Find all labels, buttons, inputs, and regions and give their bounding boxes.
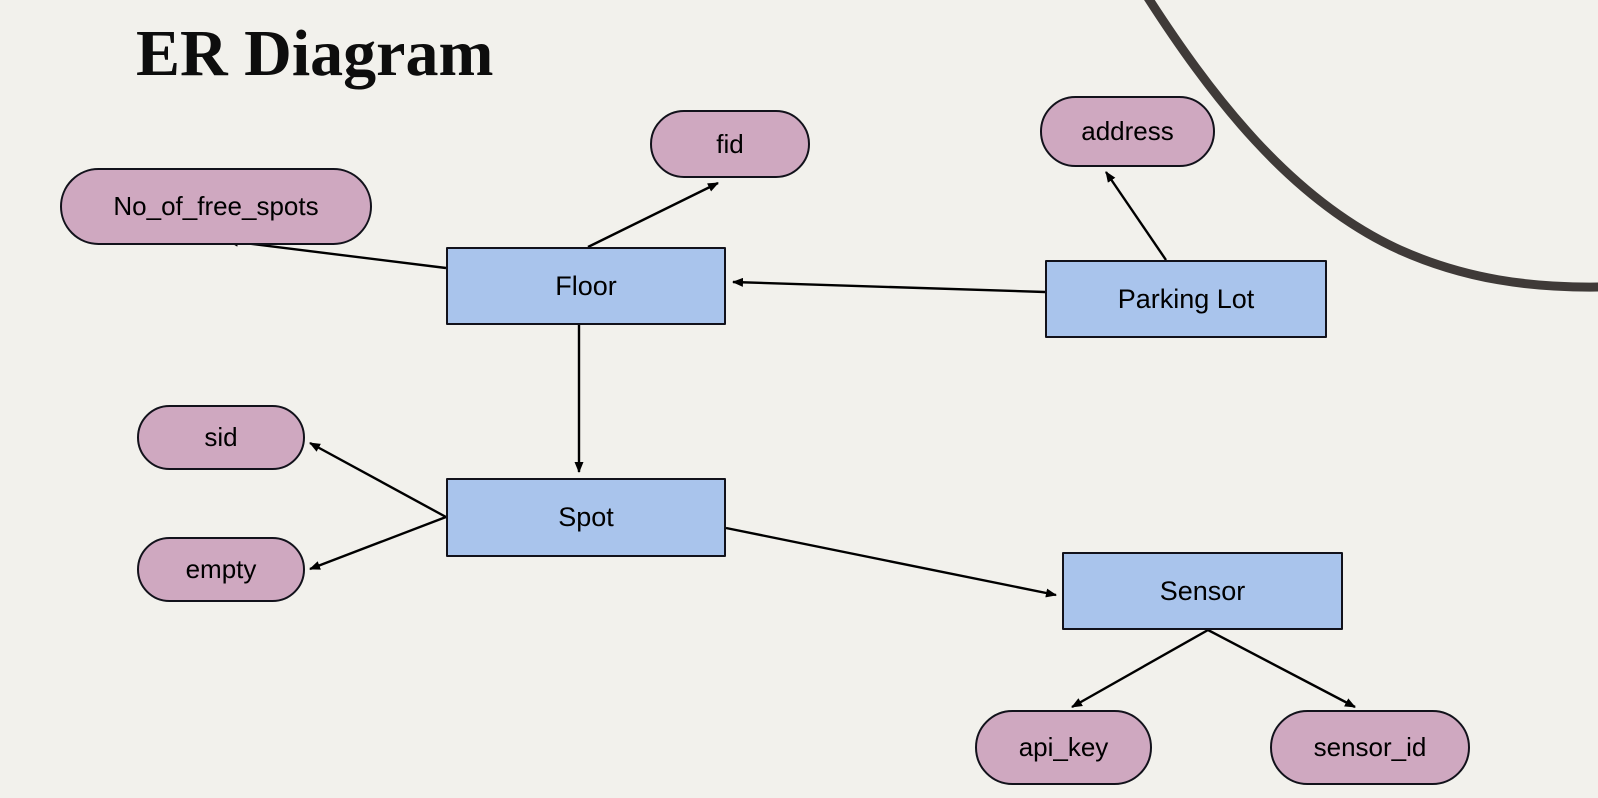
edge-spot-to-sid [309,441,447,519]
entity-spot[interactable]: Spot [446,478,726,557]
entity-parking-lot-label: Parking Lot [1117,283,1255,314]
attribute-sensor-id-label: sensor_id [1313,732,1427,762]
attribute-api-key-label: api_key [1018,732,1109,762]
attribute-address-label: address [1081,116,1174,146]
edge-floor-to-no_of_free_spots [227,237,447,270]
attribute-sid-label: sid [204,422,238,452]
edge-sensor-to-sensor_id [1207,628,1356,709]
edge-floor-to-fid [587,181,719,249]
attribute-api-key[interactable]: api_key [975,710,1152,785]
attribute-no-of-free-spots-label: No_of_free_spots [113,191,319,221]
edge-parking_lot-to-address [1105,171,1167,261]
edge-spot-to-sensor [725,526,1057,598]
attribute-empty-label: empty [185,554,257,584]
decorative-swoosh-curve [1144,0,1598,292]
attribute-sensor-id[interactable]: sensor_id [1270,710,1470,785]
attribute-fid[interactable]: fid [650,110,810,178]
entity-sensor-label: Sensor [1159,575,1246,606]
edge-spot-to-empty [309,515,447,571]
attribute-no-of-free-spots[interactable]: No_of_free_spots [60,168,372,245]
edge-parking_lot-to-floor [732,277,1046,294]
edge-sensor-to-api_key [1071,628,1209,709]
attribute-sid[interactable]: sid [137,405,305,470]
entity-floor[interactable]: Floor [446,247,726,325]
entity-parking-lot[interactable]: Parking Lot [1045,260,1327,338]
attribute-fid-label: fid [716,128,744,159]
entity-floor-label: Floor [555,270,617,301]
page-title: ER Diagram [136,17,494,90]
entity-sensor[interactable]: Sensor [1062,552,1343,630]
attribute-address[interactable]: address [1040,96,1215,167]
entity-spot-label: Spot [558,502,614,532]
attribute-empty[interactable]: empty [137,537,305,602]
